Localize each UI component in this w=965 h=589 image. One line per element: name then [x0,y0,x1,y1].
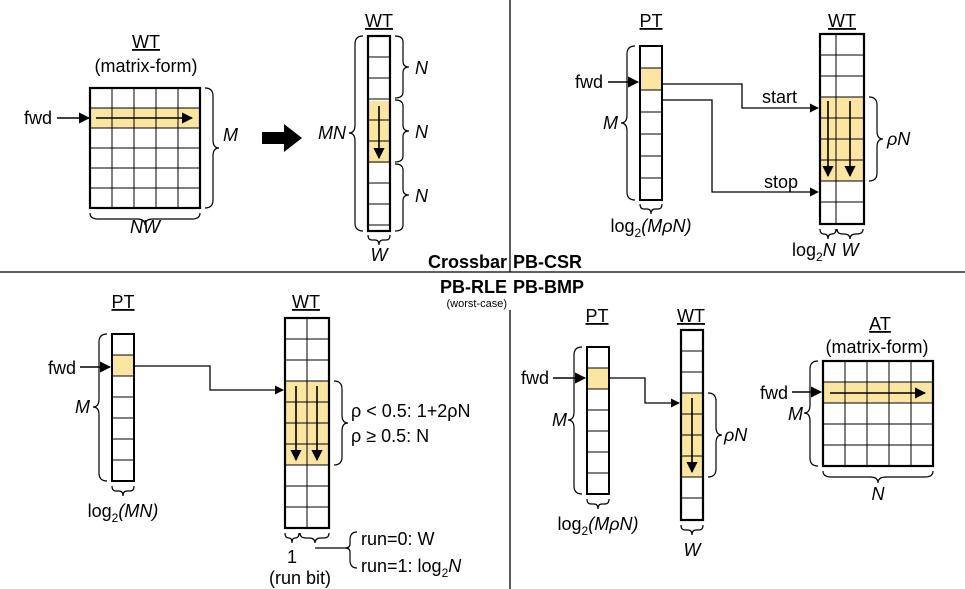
crossbar-matrix-grid [88,86,202,210]
pb-rle-m-label: M [75,397,90,417]
pb-rle-run-bit-one: 1 [287,547,297,567]
pb-rle-wt-title: WT [292,292,320,312]
pb-csr-wt-title: WT [828,11,856,31]
pb-rle-run-bit-brace [284,532,300,544]
section-pb-bmp-label: PB-BMP [513,277,584,297]
crossbar-nw-label: NW [130,217,162,237]
pb-rle-start-pointer [134,365,284,395]
crossbar-nw-brace [89,212,201,226]
pb-rle-m-brace [92,333,108,482]
pb-bmp-pt-title: PT [585,306,608,326]
pb-csr-pointer-table [639,45,663,201]
pb-rle-run-field-brace [299,532,330,544]
crossbar-mn-label: MN [318,123,347,143]
pb-bmp-at-n-brace [822,470,934,484]
pb-bmp-fwd-label: fwd [521,368,549,388]
pb-bmp-at-matrix-form-label: (matrix-form) [826,337,929,357]
crossbar-n-brace-3 [394,163,410,232]
pb-rle-rho-lt-label: ρ < 0.5: 1+2ρN [351,401,471,421]
pb-bmp-pointer-table [586,346,610,495]
pb-csr-weight-table [818,32,866,226]
crossbar-m-brace [204,87,220,209]
pb-bmp-activation-matrix [821,359,935,468]
pb-rle-run-choice-brace [344,531,358,569]
crossbar-w-brace [367,234,391,246]
pb-csr-rho-n-label: ρN [886,129,911,149]
pb-bmp-rho-n-brace [707,392,723,478]
pb-csr-fwd-label: fwd [575,72,603,92]
crossbar-mn-brace [348,35,364,232]
pb-rle-run-bit-label: (run bit) [269,568,331,588]
section-crossbar-label: Crossbar [428,252,507,272]
pb-rle-rho-ge-label: ρ ≥ 0.5: N [351,426,429,446]
crossbar-col-wt-title: WT [365,11,393,31]
pb-bmp-at-title: AT [869,314,891,334]
pb-bmp-rho-n-label: ρN [723,425,748,445]
pb-csr-section: PT fwd M log2(MρN) start stop WT ρN log2… [575,11,911,264]
crossbar-n-brace-1 [394,35,410,99]
pb-bmp-w-brace [680,524,704,536]
pb-csr-pt-width-brace [639,203,663,215]
pb-csr-log-n-brace [819,228,837,240]
pb-csr-start-label: start [762,87,797,107]
pb-bmp-m-label: M [552,410,567,430]
pb-bmp-at-m-brace [803,360,819,467]
pb-bmp-start-pointer [609,377,680,408]
pb-bmp-at-fwd-label: fwd [760,383,788,403]
pb-rle-fwd-label: fwd [48,358,76,378]
pb-bmp-pt-width-label: log2(MρN) [557,514,638,538]
pb-rle-run0-label: run=0: W [361,529,435,549]
pb-rle-run1-label: run=1: log2N [361,556,462,580]
pb-csr-w-brace [836,228,864,240]
pb-csr-stop-label: stop [764,172,798,192]
pb-rle-pt-title: PT [111,292,134,312]
pb-rle-pt-width-label: log2(MN) [88,501,159,525]
crossbar-fwd-label: fwd [24,108,52,128]
pb-csr-pt-title: PT [639,11,662,31]
pb-csr-rho-n-brace [868,96,884,182]
pb-rle-pt-width-brace [111,485,135,497]
crossbar-n-label-3: N [415,186,429,206]
pb-csr-m-brace [620,45,636,201]
section-pb-rle-label: PB-RLE [440,277,507,297]
crossbar-m-label: M [223,125,238,145]
crossbar-n-label-1: N [415,58,429,78]
pb-csr-pt-width-label: log2(MρN) [610,216,691,240]
crossbar-matrix-form-label: (matrix-form) [95,56,198,76]
crossbar-n-brace-2 [394,99,410,163]
pb-rle-pointer-table [111,333,135,482]
pb-rle-weight-table [283,316,331,530]
transform-arrow [262,124,302,152]
section-pb-rle-note: (worst-case) [446,298,507,310]
crossbar-wt-title: WT [132,32,160,52]
pb-csr-stop-pointer [662,99,819,197]
section-pb-csr-label: PB-CSR [513,252,582,272]
pb-csr-w-label: W [842,240,861,260]
pb-bmp-pt-width-brace [586,498,610,510]
pb-bmp-w-label: W [684,540,703,560]
pb-bmp-at-n-label: N [872,484,886,504]
crossbar-n-label-2: N [415,122,429,142]
pb-bmp-section: PT fwd M log2(MρN) WT ρN W AT (matrix-fo… [521,306,935,560]
crossbar-w-label: W [371,245,390,265]
pb-bmp-wt-title: WT [677,306,705,326]
pb-csr-start-pointer [662,83,819,113]
pb-rle-rho-brace [333,380,349,466]
pb-rle-section: PT fwd M log2(MN) WT ρ < 0.5: 1+2ρN ρ ≥ … [48,292,471,588]
pb-csr-log-n-label: log2N [792,240,837,264]
pb-bmp-at-m-label: M [788,404,803,424]
crossbar-section: WT (matrix-form) fwd M NW WT MN N N N W [24,11,429,265]
pb-csr-m-label: M [603,113,618,133]
pb-bmp-m-brace [567,346,583,495]
